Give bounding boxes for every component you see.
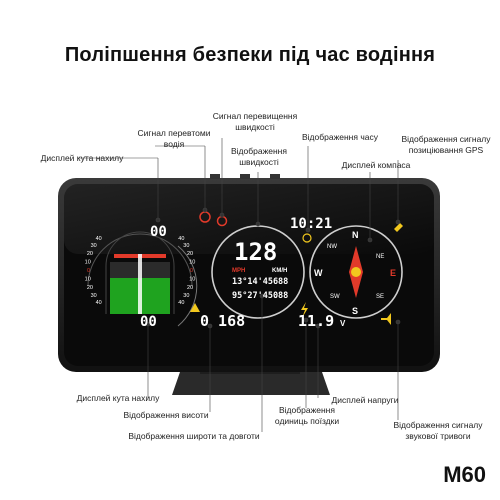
- scale-tick-label: 0: [190, 268, 193, 274]
- compass-sw: SW: [330, 294, 340, 300]
- device-button: [240, 174, 250, 179]
- alarm-speaker-icon: [381, 313, 391, 325]
- latitude-value: 13°14'45688: [232, 277, 288, 287]
- longitude-value: 95°27'45088: [232, 291, 288, 301]
- speed-value: 128: [234, 238, 277, 266]
- speed-unit-kmh: KM/H: [272, 268, 287, 274]
- scale-tick-label: 20: [87, 251, 93, 257]
- page-title: Поліпшення безпеки під час водіння: [64, 44, 436, 66]
- voltage-bolt-icon: [301, 302, 308, 318]
- scale-tick-label: 20: [187, 251, 193, 257]
- altitude-mountain-icon: [190, 303, 200, 312]
- clock-icon: [302, 233, 312, 243]
- tilt-bottom-value: 00: [140, 314, 157, 330]
- model-badge: M60: [443, 462, 486, 487]
- label-voltage-display: Дисплей напруги: [331, 395, 399, 405]
- pitch-gauge-right: [177, 245, 198, 327]
- label-latlon-display: Відображення широти та довготи: [128, 431, 260, 441]
- compass-e: E: [390, 268, 396, 278]
- scale-tick-label: 0: [87, 268, 90, 274]
- gps-satellite-icon: [394, 223, 403, 232]
- scale-tick-label: 10: [189, 259, 195, 265]
- voltage-value: 11.9: [298, 312, 334, 330]
- speed-unit-mph: MPH: [232, 268, 245, 274]
- device-stand: [172, 372, 330, 395]
- label-tilt-display: Дисплей кута нахилу: [40, 153, 124, 163]
- compass-w: W: [314, 268, 323, 278]
- scale-tick-label: 30: [183, 243, 189, 249]
- scale-tick-label: 20: [187, 285, 193, 291]
- altitude-value: 0 168: [200, 312, 245, 330]
- scale-tick-label: 10: [189, 277, 195, 283]
- scale-tick-label: 40: [96, 236, 102, 242]
- scale-tick-label: 30: [183, 293, 189, 299]
- device-button: [210, 174, 220, 179]
- scale-tick-label: 40: [178, 236, 184, 242]
- scale-tick-label: 30: [91, 293, 97, 299]
- compass-s: S: [352, 306, 358, 316]
- compass-se: SE: [376, 294, 384, 300]
- tilt-top-value: 00: [150, 224, 167, 240]
- compass-ne: NE: [376, 254, 384, 260]
- label-compass-display: Дисплей компаса: [341, 160, 411, 170]
- tilt-gauge: [87, 231, 193, 314]
- compass-nw: NW: [327, 244, 337, 250]
- label-time-display: Відображення часу: [302, 132, 378, 142]
- scale-tick-label: 30: [91, 243, 97, 249]
- device-button: [270, 174, 280, 179]
- label-altitude-display: Відображення висоти: [123, 410, 209, 420]
- label-pitch-display: Дисплей кута нахилу: [76, 393, 160, 403]
- time-value: 10:21: [290, 216, 332, 232]
- scale-tick-label: 10: [85, 259, 91, 265]
- scale-tick-label: 40: [178, 300, 184, 306]
- scale-tick-label: 10: [85, 277, 91, 283]
- voltage-unit: V: [340, 319, 346, 328]
- scale-tick-label: 40: [96, 300, 102, 306]
- compass-circle: [309, 225, 403, 319]
- scale-tick-label: 20: [87, 285, 93, 291]
- compass-n: N: [352, 230, 359, 240]
